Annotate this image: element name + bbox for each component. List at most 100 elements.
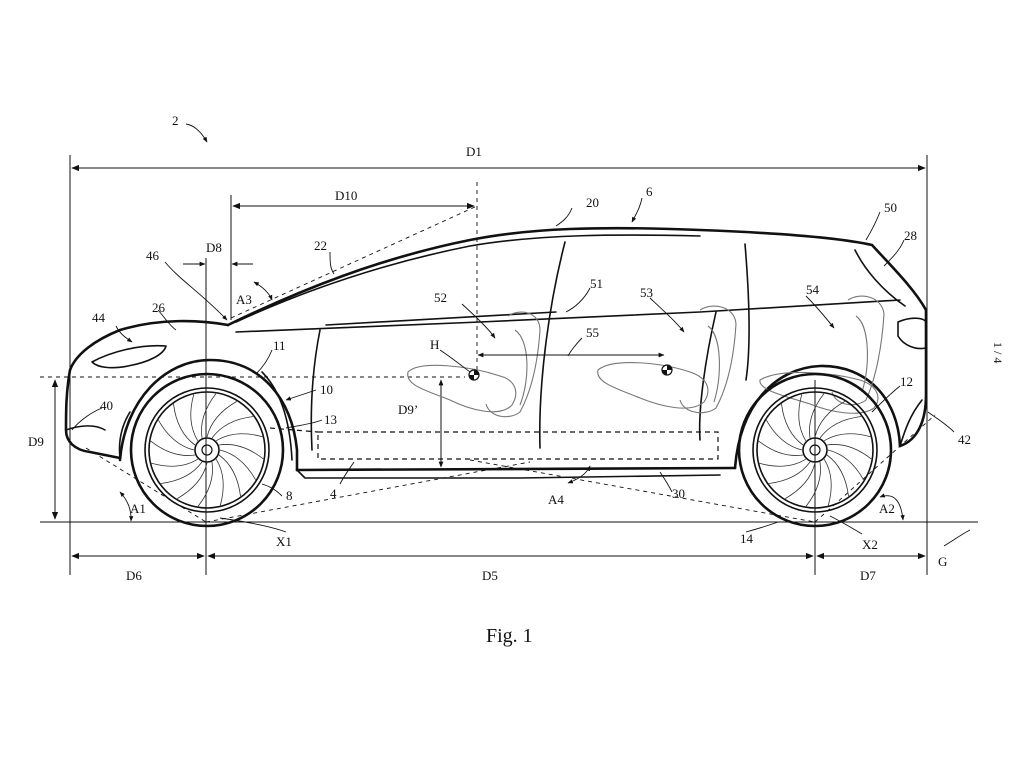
numeral-40: 40: [100, 398, 113, 413]
wheel-spoke: [768, 461, 811, 484]
wheel-spoke: [823, 433, 871, 442]
wheel-spoke: [826, 444, 872, 460]
wheel-spoke: [211, 416, 254, 439]
wheel-spoke: [781, 403, 804, 446]
numeral-28: 28: [904, 228, 917, 243]
ground-g-label: G: [938, 554, 947, 569]
breakover-line-front: [205, 461, 531, 523]
breakover-line-rear: [469, 459, 816, 523]
b-pillar: [538, 241, 566, 449]
numeral-20: 20: [586, 195, 599, 210]
wheel-spoke: [150, 440, 196, 456]
d7-label: D7: [860, 568, 876, 583]
wheel-spoke: [218, 444, 264, 460]
d-pillar: [854, 249, 906, 307]
point-h-label: H: [430, 337, 439, 352]
angle-a4-label: A4: [548, 492, 564, 507]
angle-a3-label: A3: [236, 292, 252, 307]
wheel-spoke: [218, 454, 241, 497]
car-roof-inner-line: [235, 234, 701, 323]
numeral-4: 4: [330, 486, 337, 501]
wheel-spoke: [758, 440, 804, 456]
numeral-22: 22: [314, 238, 327, 253]
car-sill-lower: [296, 469, 721, 479]
numeral-52: 52: [434, 290, 447, 305]
sheet-number: 1 / 4: [991, 342, 1005, 363]
d5-label: D5: [482, 568, 498, 583]
numeral-53: 53: [640, 285, 653, 300]
wheel-spoke: [151, 458, 199, 467]
wheel-spoke: [197, 461, 213, 507]
angle-a1-arc: [119, 491, 134, 522]
window-lower-line: [325, 311, 557, 326]
wheel-spoke: [759, 458, 807, 467]
h-point-middle: [661, 364, 673, 376]
numeral-10: 10: [320, 382, 333, 397]
rear-door-edge: [698, 311, 717, 441]
wheel-spoke: [827, 449, 864, 480]
d10-label: D10: [335, 188, 357, 203]
headlight: [91, 344, 167, 369]
floor-dashed-line: [269, 427, 319, 433]
angle-a1-label: A1: [130, 501, 146, 516]
wheel-spoke: [173, 403, 196, 446]
point-x1-label: X1: [276, 534, 292, 549]
wheel-spoke: [809, 393, 825, 439]
rear-bumper: [899, 399, 923, 447]
numeral-54: 54: [806, 282, 820, 297]
wheel-spoke: [798, 394, 807, 442]
d6-label: D6: [126, 568, 142, 583]
tail-light: [897, 317, 927, 350]
d9-label: D9: [28, 434, 44, 449]
wheel-spoke: [160, 461, 203, 484]
wheel-spoke: [819, 416, 862, 439]
d9p-label: D9’: [398, 402, 418, 417]
front-lower-line: [65, 425, 106, 431]
d8-label: D8: [206, 240, 222, 255]
numeral-44: 44: [92, 310, 106, 325]
wheel-spoke: [823, 458, 832, 506]
front-seat: [407, 311, 541, 418]
rear-wheel-spokes: [758, 393, 872, 507]
numeral-51: 51: [590, 276, 603, 291]
wheel-spoke: [158, 420, 195, 451]
wheel-spoke: [215, 433, 263, 442]
wheel-spoke: [177, 462, 208, 499]
ref-numeral-2: 2: [172, 113, 179, 128]
front-wheel-arch: [118, 358, 299, 472]
numeral-46: 46: [146, 248, 160, 263]
wheel-spoke: [785, 462, 816, 499]
front-wheel-arch-inner: [261, 371, 293, 461]
numeral-11: 11: [273, 338, 286, 353]
numeral-26: 26: [152, 300, 166, 315]
leader-lines: [71, 197, 971, 547]
numeral-42: 42: [958, 432, 971, 447]
battery-pack-outline: [317, 431, 719, 460]
wheel-spoke: [805, 461, 821, 507]
numeral-50: 50: [884, 200, 897, 215]
wheel-spoke: [219, 449, 256, 480]
angle-a2-arc: [879, 493, 905, 521]
h-point-front: [468, 369, 480, 381]
angle-a2-label: A2: [879, 501, 895, 516]
rear-wheel-arch: [733, 364, 902, 470]
car-roof-outline: [226, 226, 928, 448]
numeral-55: 55: [586, 325, 599, 340]
numeral-8: 8: [286, 488, 293, 503]
car-sill-outline: [295, 466, 737, 472]
point-x2-label: X2: [862, 537, 878, 552]
c-pillar: [744, 243, 750, 381]
front-wheel-spokes: [150, 393, 264, 507]
d1-label: D1: [466, 144, 482, 159]
numeral-13: 13: [324, 412, 337, 427]
numeral-6: 6: [646, 184, 653, 199]
front-wheel: [129, 372, 285, 528]
car-hood-outline: [64, 319, 230, 460]
wheel-spoke: [201, 393, 217, 439]
middle-seat: [597, 305, 737, 414]
wheel-spoke: [190, 394, 199, 442]
side-shoulder-line: [235, 299, 901, 333]
angle-a3-arc: [253, 281, 273, 301]
numeral-14: 14: [740, 531, 754, 546]
